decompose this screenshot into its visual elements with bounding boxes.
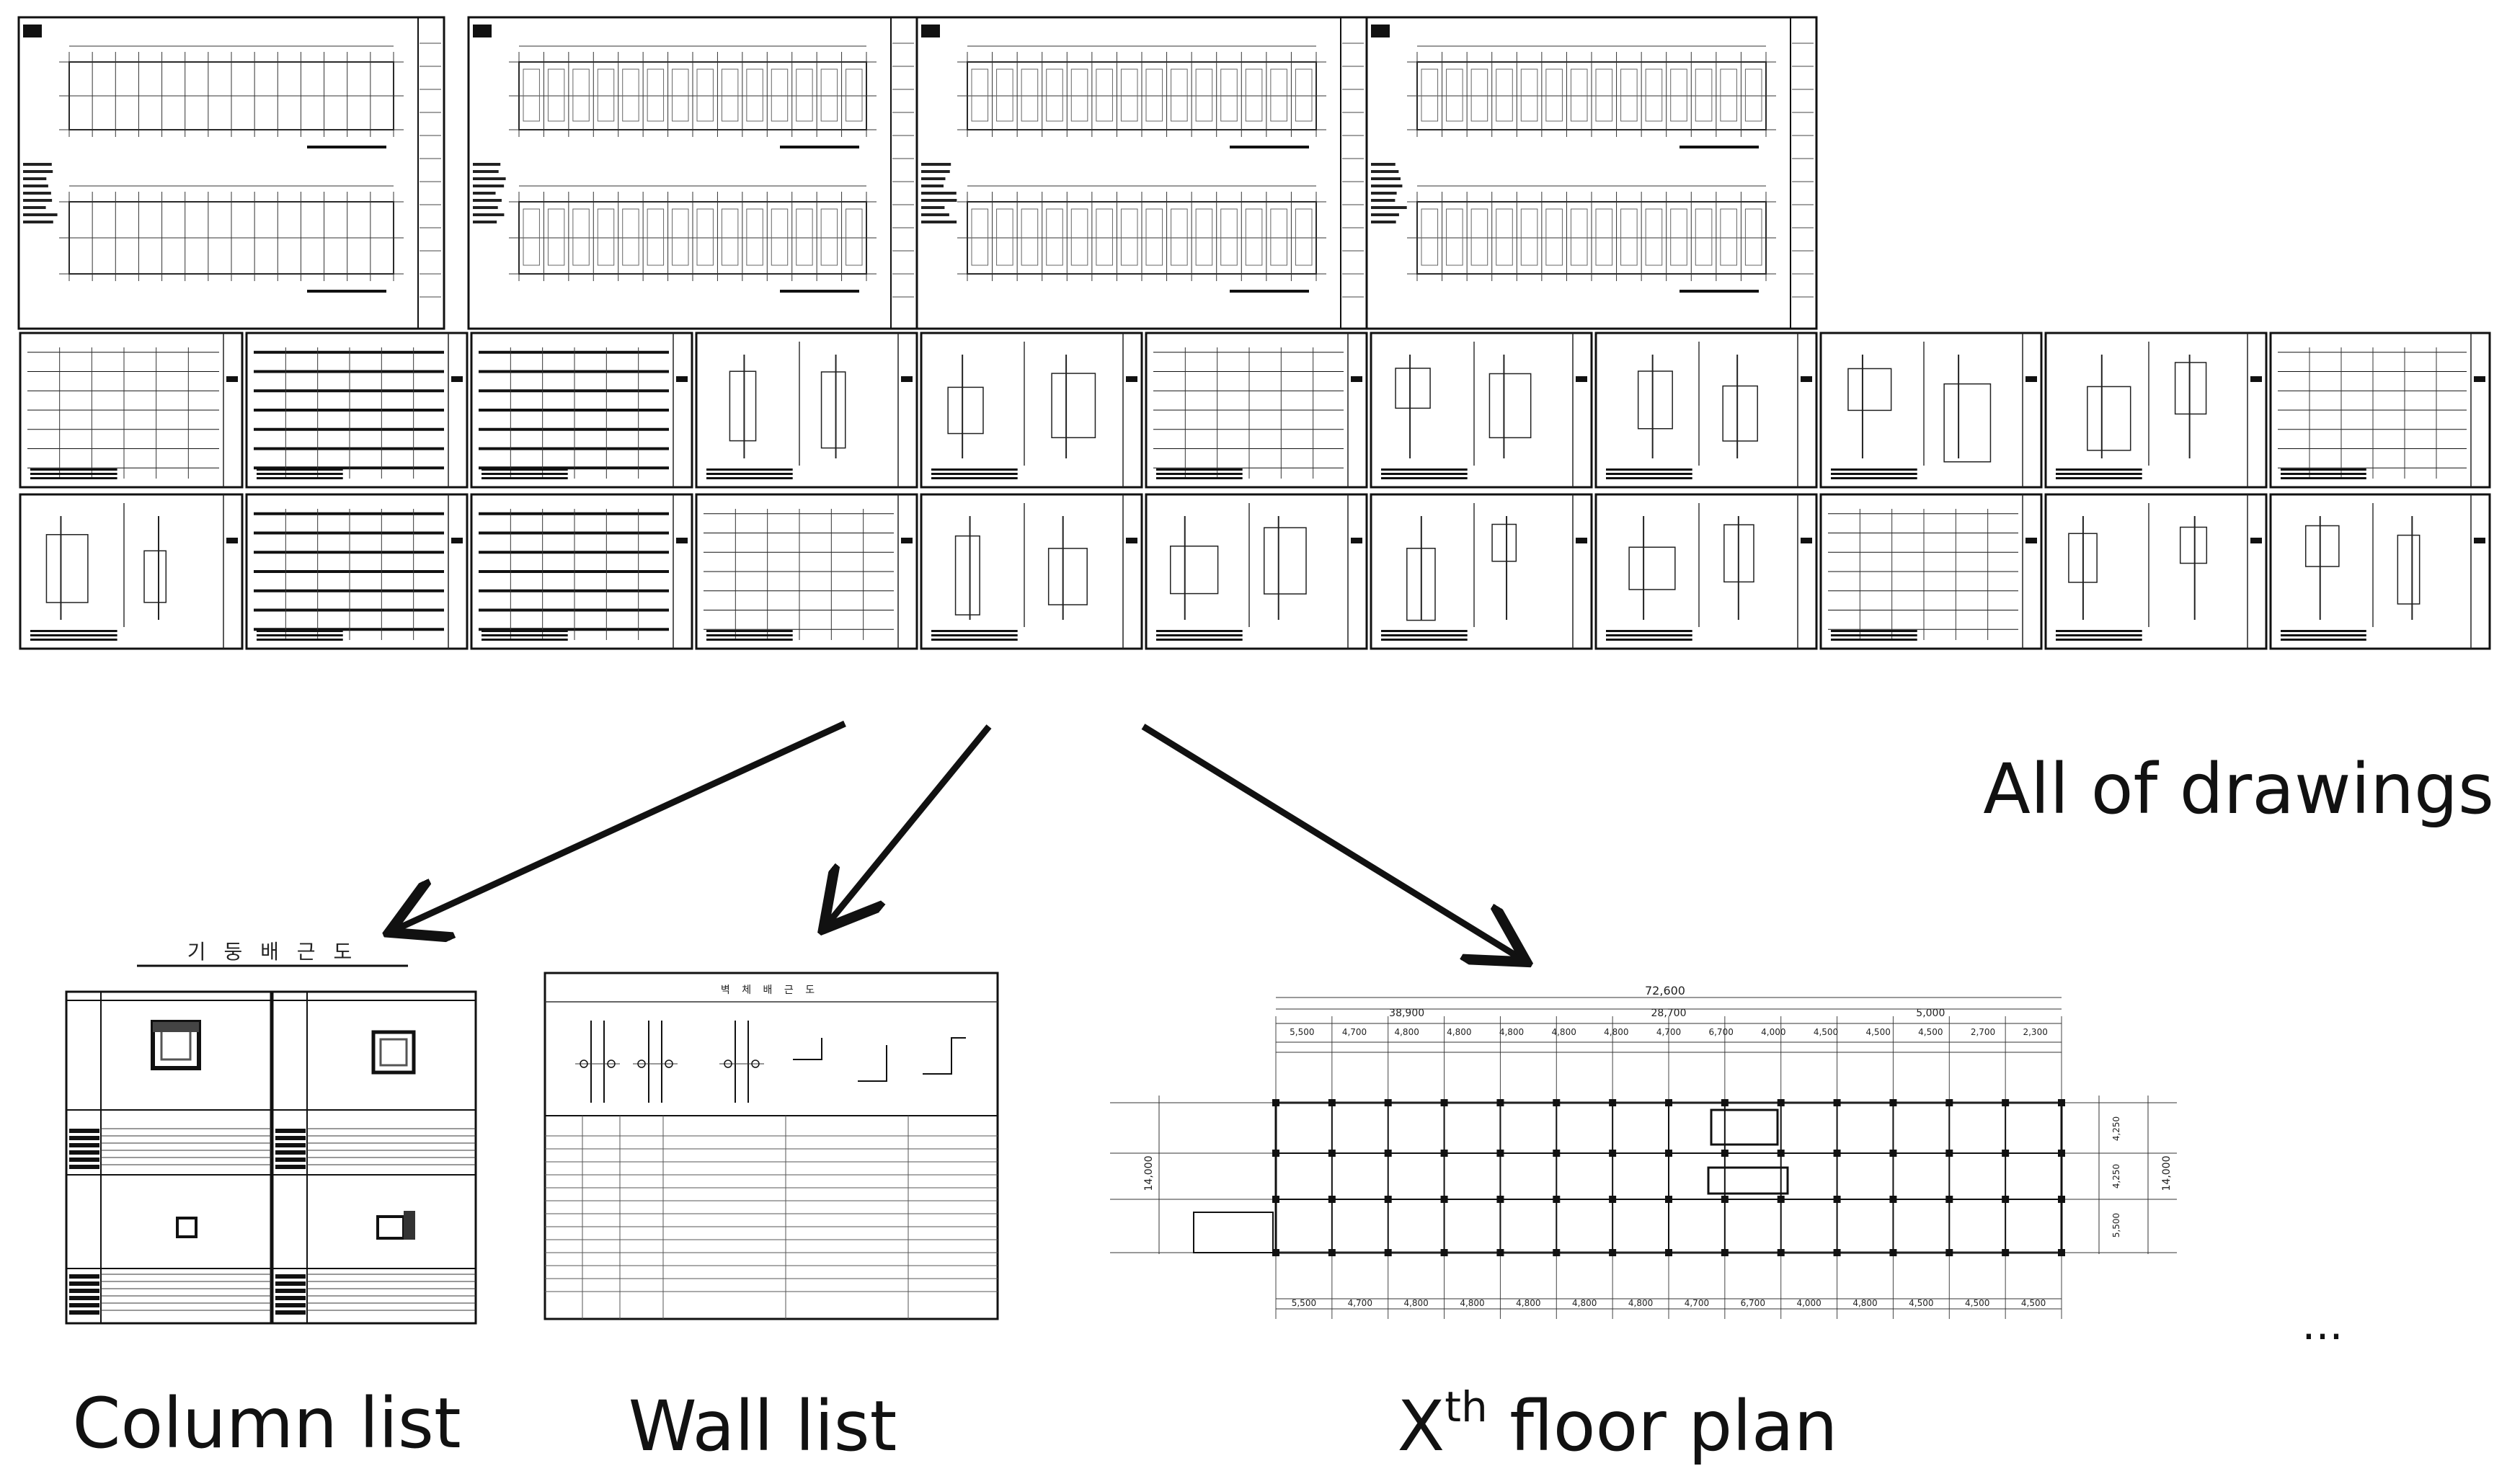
dimension-label: 4,700 [1342, 1027, 1367, 1037]
detail-sheet [1370, 493, 1593, 650]
detail-sheet [1819, 332, 2043, 489]
detail-sheet [2044, 332, 2268, 489]
dimension-label: 4,800 [1460, 1298, 1484, 1308]
dimension-label: 4,500 [1965, 1298, 1989, 1308]
dimension-label: 4,700 [1685, 1298, 1709, 1308]
detail-sheet [920, 332, 1143, 489]
detail-sheet [2044, 493, 2268, 650]
dimension-label: 2,300 [2023, 1027, 2047, 1037]
detail-sheets-grid [19, 332, 2491, 650]
arrow-to-wall-list [827, 724, 992, 924]
detail-sheet [245, 493, 469, 650]
arrows [395, 720, 1521, 959]
dimension-label: 4,500 [1865, 1027, 1890, 1037]
detail-sheet [2269, 493, 2491, 650]
dimension-label: 5,500 [1292, 1298, 1316, 1308]
dimension-label: 28,700 [1651, 1008, 1687, 1019]
dimension-label: 4,800 [1394, 1027, 1419, 1037]
dimension-label: 4,700 [1348, 1298, 1372, 1308]
all-drawings-label: All of drawings [1983, 749, 2494, 830]
dimension-label: 4,800 [1551, 1027, 1576, 1037]
detail-sheet [1594, 332, 1818, 489]
detail-sheet [920, 493, 1143, 650]
floor-plan-sheet [467, 16, 918, 330]
floor-plan-sheets-row [17, 16, 1818, 330]
floor-plan-label: Xth floor plan [1398, 1382, 1838, 1467]
dimension-label: 4,500 [2021, 1298, 2046, 1308]
detail-sheet [1145, 332, 1368, 489]
dimension-label: 4,800 [1852, 1298, 1877, 1308]
floor-plan-drawing: 72,600 14,000 14,000 38,900 28,700 5,000 5… [1110, 984, 2177, 1319]
arrow-to-column-list [395, 720, 846, 930]
detail-sheet [470, 493, 693, 650]
detail-sheet [695, 332, 918, 489]
floor-plan-sheet [17, 16, 445, 330]
dimension-label: 38,900 [1389, 1008, 1424, 1019]
column-list-sheet: 기 둥 배 근 도 [65, 940, 477, 1325]
dimension-label: 4,500 [1814, 1027, 1838, 1037]
dimension-label: 4,800 [1447, 1027, 1471, 1037]
plan-total-dim: 72,600 [1645, 984, 1685, 998]
dimension-label: 4,500 [1909, 1298, 1933, 1308]
dimension-label: 4,700 [1656, 1027, 1681, 1037]
detail-sheet [1819, 493, 2043, 650]
detail-sheet [1594, 493, 1818, 650]
dimension-label: 5,000 [1916, 1008, 1945, 1019]
column-list-label: Column list [72, 1383, 461, 1464]
detail-sheet [19, 332, 244, 489]
dimension-label: 2,700 [1971, 1027, 1995, 1037]
dimension-label: 4,800 [1604, 1027, 1628, 1037]
floor-plan-sheet [915, 16, 1368, 330]
detail-sheet [695, 493, 918, 650]
detail-sheet [19, 493, 244, 650]
dimension-label: 4,800 [1516, 1298, 1540, 1308]
floor-plan-sheet [1365, 16, 1818, 330]
detail-sheet [1370, 332, 1593, 489]
dimension-label: 4,250 [2111, 1116, 2121, 1141]
dimension-label: 4,800 [1628, 1298, 1653, 1308]
detail-sheet [2269, 332, 2491, 489]
dimension-label: 4,800 [1403, 1298, 1428, 1308]
wall-list-sheet: 벽 체 배 근 도 [543, 972, 999, 1320]
dimension-label: 4,000 [1796, 1298, 1821, 1308]
plan-right-total-dim: 14,000 [2161, 1156, 2173, 1191]
ellipsis-label: ... [2302, 1299, 2343, 1350]
detail-sheet [470, 332, 693, 489]
detail-sheet [245, 332, 469, 489]
dimension-label: 5,500 [1290, 1027, 1314, 1037]
dimension-label: 4,800 [1499, 1027, 1524, 1037]
arrow-to-floor-plan [1141, 724, 1521, 959]
plan-left-dim: 14,000 [1143, 1156, 1155, 1191]
dimension-label: 4,500 [1918, 1027, 1943, 1037]
wall-list-label: Wall list [629, 1386, 897, 1467]
dimension-label: 5,500 [2111, 1213, 2121, 1238]
wall-sheet-title: 벽 체 배 근 도 [721, 985, 819, 996]
column-sheet-title: 기 둥 배 근 도 [187, 940, 358, 964]
detail-sheet [1145, 493, 1368, 650]
dimension-label: 6,700 [1708, 1027, 1733, 1037]
dimension-label: 6,700 [1741, 1298, 1765, 1308]
dimension-label: 4,000 [1761, 1027, 1785, 1037]
dimension-label: 4,250 [2111, 1164, 2121, 1188]
dimension-label: 4,800 [1572, 1298, 1597, 1308]
